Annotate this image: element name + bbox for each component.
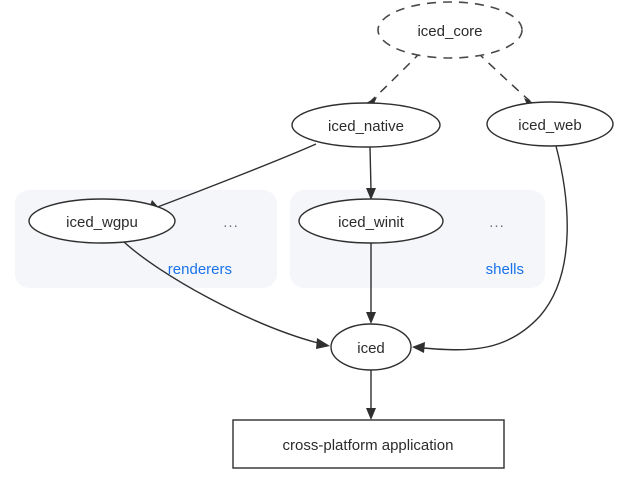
cluster-renderers-label: renderers	[168, 261, 232, 278]
edge-iced-core-to-iced-native	[366, 51, 422, 110]
node-iced-wgpu-shape[interactable]	[28, 198, 176, 244]
edge-iced-core-to-iced-web-line	[476, 51, 531, 102]
node-iced-native[interactable]: iced_native	[291, 102, 441, 148]
edge-iced-web-to-iced-arrowhead	[412, 342, 425, 353]
edge-iced-wgpu-to-iced	[123, 241, 330, 349]
node-iced-shape[interactable]	[330, 323, 412, 371]
edge-iced-web-to-iced	[412, 145, 568, 353]
node-iced[interactable]: iced	[330, 323, 412, 371]
edge-iced-wgpu-to-iced-line	[123, 241, 319, 344]
edge-iced-winit-to-iced-arrowhead	[366, 312, 376, 324]
node-iced-core-shape[interactable]	[377, 1, 523, 59]
node-iced-label: iced	[357, 340, 385, 357]
node-cross-platform-application[interactable]: cross-platform application	[232, 419, 505, 469]
shells-more-placeholder: ...	[489, 214, 505, 231]
edge-iced-to-application-arrowhead	[366, 408, 376, 420]
node-iced-native-shape[interactable]	[291, 102, 441, 148]
edge-iced-core-to-iced-web	[476, 51, 536, 111]
edge-iced-to-application	[366, 370, 376, 420]
edge-iced-web-to-iced-line	[422, 145, 568, 351]
edge-iced-winit-to-iced	[366, 243, 376, 324]
edge-iced-native-to-iced-winit	[366, 146, 376, 200]
node-cross-platform-application-shape[interactable]	[232, 419, 505, 469]
node-iced-wgpu-label: iced_wgpu	[66, 214, 138, 231]
edge-iced-native-to-iced-winit-line	[369, 146, 372, 191]
node-iced-core-label: iced_core	[417, 23, 482, 40]
edge-iced-core-to-iced-native-line	[370, 51, 422, 102]
edge-iced-native-to-iced-wgpu-line	[154, 143, 317, 209]
node-iced-winit-shape[interactable]	[298, 198, 444, 244]
node-iced-wgpu[interactable]: iced_wgpu	[28, 198, 176, 244]
edge-iced-wgpu-to-iced-arrowhead	[316, 338, 330, 349]
edge-iced-native-to-iced-winit-arrowhead	[366, 188, 376, 200]
node-cross-platform-application-label: cross-platform application	[283, 437, 454, 454]
cluster-shells-label: shells	[486, 261, 524, 278]
node-iced-native-label: iced_native	[328, 118, 404, 135]
node-iced-web-label: iced_web	[518, 117, 581, 134]
node-iced-web-shape[interactable]	[486, 101, 614, 147]
renderers-more-placeholder: ...	[223, 214, 239, 231]
node-iced-web[interactable]: iced_web	[486, 101, 614, 147]
node-iced-winit[interactable]: iced_winit	[298, 198, 444, 244]
node-iced-core[interactable]: iced_core	[377, 1, 523, 59]
node-iced-winit-label: iced_winit	[338, 214, 405, 231]
